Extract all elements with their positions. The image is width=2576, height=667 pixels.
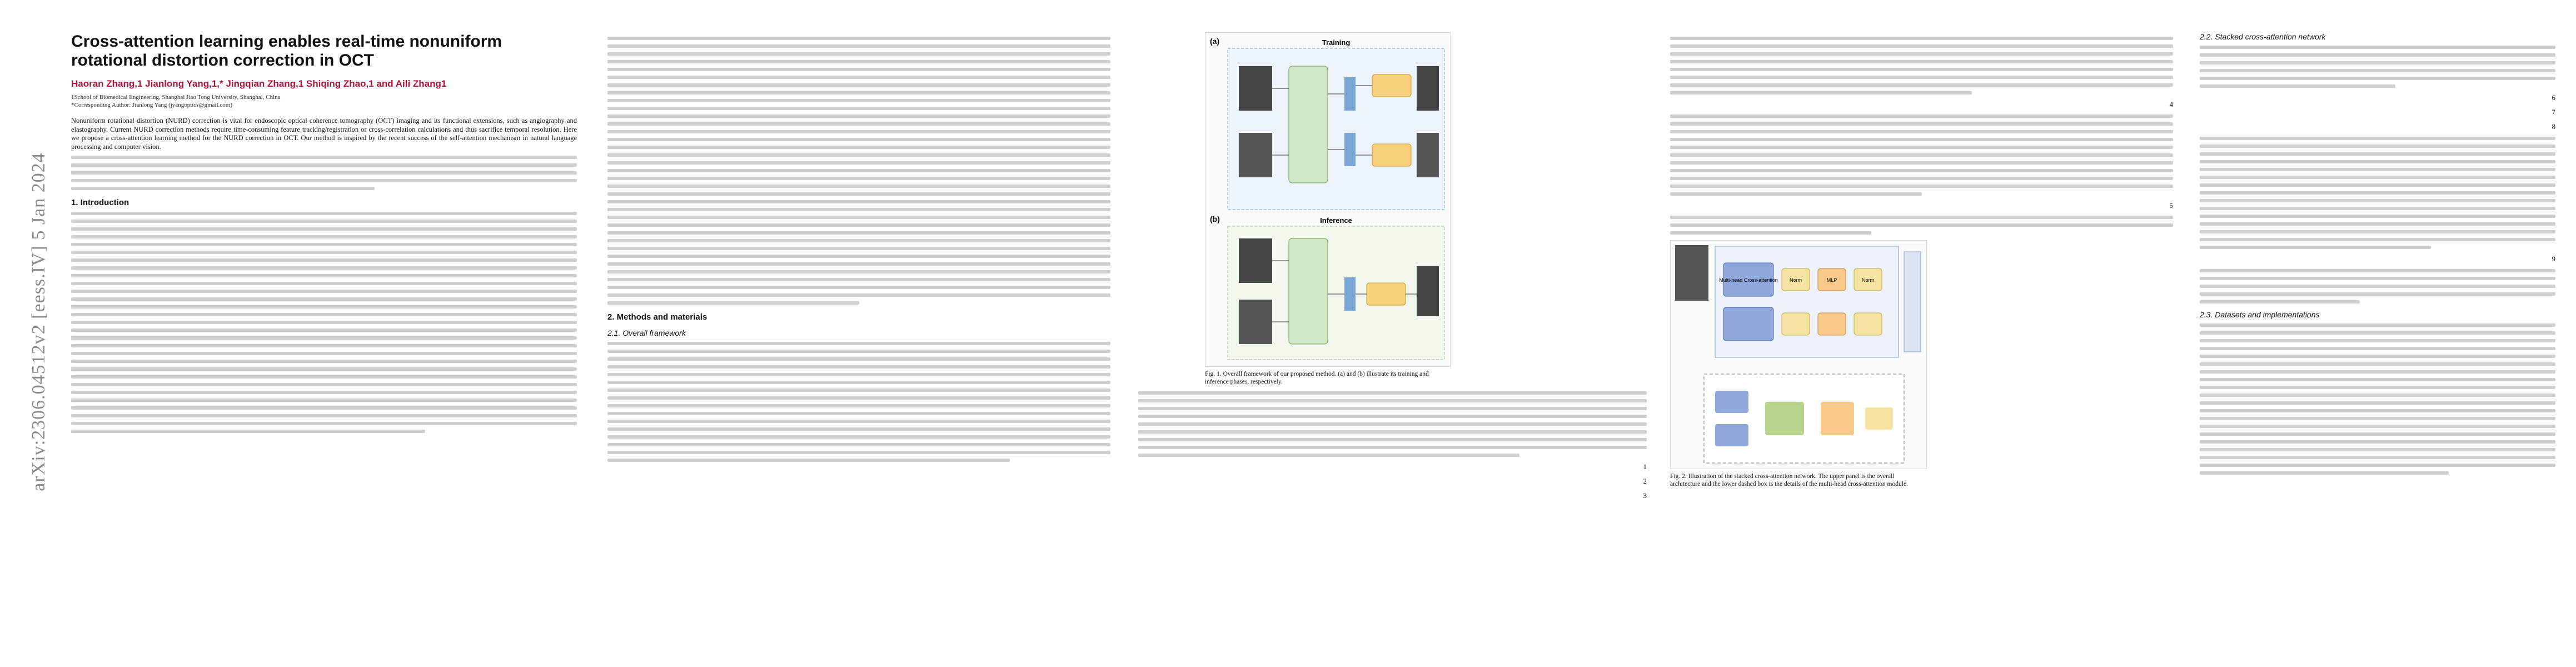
fig2-block-mlp — [1817, 268, 1846, 291]
figure-2: Multi-head Cross-attention Norm MLP Norm — [1670, 240, 1927, 469]
equation-9: 9 — [2200, 255, 2556, 263]
subsection-heading-datasets: 2.3. Datasets and implementations — [2200, 310, 2320, 319]
equation-4: 4 — [1670, 100, 2174, 109]
subsection-heading-overall: 2.1. Overall framework — [607, 328, 686, 337]
column-4: 4 5 Multi-head Cross-attention Norm MLP … — [1670, 32, 2173, 494]
figure-2-caption: Fig. 2. Illustration of the stacked cros… — [1670, 473, 1908, 487]
transform-box-1 — [1372, 74, 1412, 97]
fig2-block-mlp-2 — [1817, 312, 1846, 336]
fig1-label-a: (a) — [1210, 37, 1219, 46]
fig2-output-column — [1904, 251, 1921, 352]
eq-6-number: 6 — [2552, 93, 2556, 102]
fig2-block-norm-1 — [1781, 268, 1810, 291]
eq-7-number: 7 — [2552, 108, 2556, 116]
vector-bar-2 — [1344, 133, 1356, 166]
col5-body-mid — [2200, 137, 2555, 249]
equation-1: 1 — [1138, 462, 1647, 471]
column-3: (a) Training (b) Infer — [1138, 32, 1647, 506]
fig2-detail-kv — [1715, 424, 1748, 446]
abstract: Nonuniform rotational distortion (NURD) … — [71, 117, 577, 151]
vector-bar-1 — [1344, 77, 1356, 111]
figure-1: (a) Training (b) Infer — [1205, 32, 1451, 367]
inference-input-2 — [1239, 300, 1272, 344]
equation-3: 3 — [1138, 491, 1647, 500]
fig2-input-frame — [1675, 245, 1708, 301]
eq-4-number: 4 — [2169, 100, 2174, 108]
arxiv-id: arXiv:2306.04512v2 [eess.IV] 5 Jan 2024 — [28, 152, 49, 491]
section-heading-intro: 1. Introduction — [71, 198, 129, 207]
column-1: Cross-attention learning enables real-ti… — [71, 32, 577, 437]
column-5: 2.2. Stacked cross-attention network 6 7… — [2200, 32, 2555, 479]
transform-box-2 — [1372, 143, 1412, 167]
figure-2-diagram: Multi-head Cross-attention Norm MLP Norm — [1675, 245, 1921, 464]
fig2-detail-concat — [1821, 402, 1854, 435]
fig2-block-attn-label: Multi-head Cross-attention — [1719, 277, 1778, 283]
equation-8: 8 — [2200, 122, 2556, 131]
eq-3-number: 3 — [1643, 491, 1647, 500]
output-frame-1 — [1417, 66, 1439, 111]
col4-body-top — [1670, 37, 2173, 94]
section-heading-methods: 2. Methods and materials — [607, 312, 707, 322]
col2-body-bottom — [607, 342, 1110, 462]
fig2-block-norm-4 — [1853, 312, 1882, 336]
figure-1-diagram: (a) Training (b) Infer — [1210, 37, 1445, 360]
author-list: Haoran Zhang,1 Jianlong Yang,1,* Jingqia… — [71, 78, 447, 89]
col3-body — [1138, 391, 1647, 457]
intro-body — [71, 212, 577, 433]
affiliation-2: *Corresponding Author: Jianlong Yang (jy… — [71, 102, 232, 108]
fig2-block-norm-2-label: Norm — [1862, 277, 1874, 283]
inference-transform-box — [1366, 282, 1406, 306]
affiliation-1: 1School of Biomedical Engineering, Shang… — [71, 94, 281, 101]
fig2-detail-attention — [1765, 402, 1804, 435]
equation-6: 6 — [2200, 93, 2556, 102]
column-2: 2. Methods and materials 2.1. Overall fr… — [607, 32, 1110, 466]
training-network-block — [1288, 66, 1328, 183]
fig2-block-attn-2 — [1723, 307, 1774, 341]
inference-input-1 — [1239, 238, 1272, 283]
input-frame-2 — [1239, 133, 1272, 177]
fig1-label-b: (b) — [1210, 215, 1220, 223]
eq-1-number: 1 — [1643, 462, 1647, 471]
equation-7: 7 — [2200, 108, 2556, 117]
col5-body-top — [2200, 46, 2555, 88]
subsection-heading-stacked: 2.2. Stacked cross-attention network — [2200, 32, 2326, 41]
fig2-detail-q — [1715, 391, 1748, 413]
equation-2: 2 — [1138, 477, 1647, 486]
eq-2-number: 2 — [1643, 477, 1647, 485]
figure-1-caption: Fig. 1. Overall framework of our propose… — [1205, 371, 1429, 385]
fig2-block-norm-2 — [1853, 268, 1882, 291]
inference-network-block — [1288, 238, 1328, 345]
fig2-detail-linear — [1865, 407, 1893, 430]
col5-body-low — [2200, 269, 2555, 303]
fig2-block-norm-3 — [1781, 312, 1810, 336]
output-frame-2 — [1417, 133, 1439, 177]
equation-5: 5 — [1670, 201, 2174, 210]
eq-9-number: 9 — [2552, 255, 2556, 263]
paper-title: Cross-attention learning enables real-ti… — [71, 32, 502, 69]
fig2-block-attn — [1723, 262, 1774, 297]
col4-body-mid — [1670, 115, 2173, 196]
fig1-inference-title: Inference — [1320, 216, 1352, 225]
inference-vector — [1344, 277, 1356, 311]
col2-body-top — [607, 37, 1110, 305]
fig2-block-mlp-label: MLP — [1827, 277, 1837, 283]
inference-output-frame — [1417, 266, 1439, 316]
input-frame-1 — [1239, 66, 1272, 111]
eq-5-number: 5 — [2169, 201, 2174, 210]
fig2-block-norm-1-label: Norm — [1790, 277, 1802, 283]
abstract-continuation — [71, 156, 577, 190]
col4-body-low — [1670, 216, 2173, 235]
col5-body-bottom — [2200, 323, 2555, 475]
fig1-training-title: Training — [1322, 38, 1351, 47]
eq-8-number: 8 — [2552, 122, 2556, 131]
arxiv-stamp: arXiv:2306.04512v2 [eess.IV] 5 Jan 2024 — [0, 0, 49, 667]
